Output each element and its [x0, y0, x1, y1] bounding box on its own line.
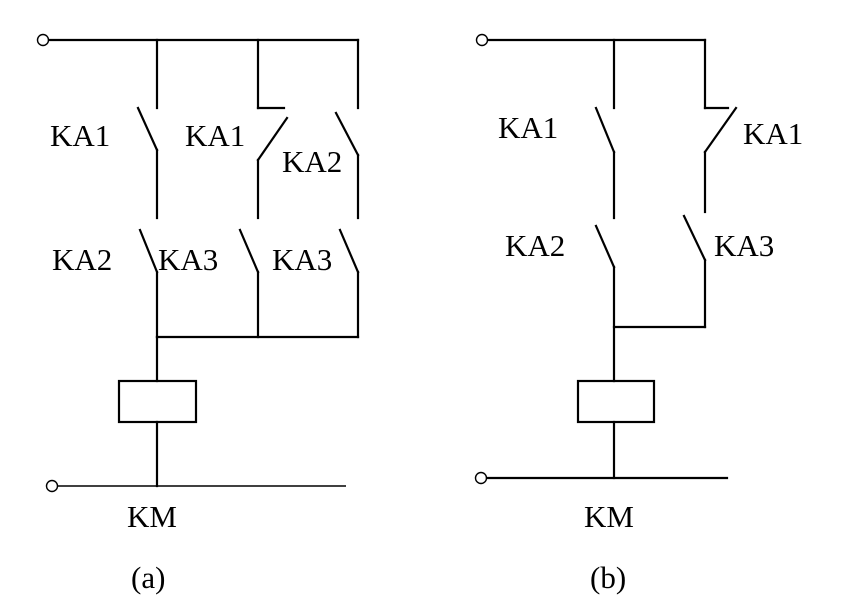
label-km-a: KM: [127, 499, 177, 534]
ka2-no-contact-b: [594, 224, 616, 383]
circuit-b: KA1 KA1 KA2 KA3 KM (b): [474, 33, 803, 595]
ka3-no-contact-mid-a: [238, 228, 260, 339]
terminal-top-b: [475, 33, 489, 47]
ka3-no-contact-right-a: [338, 228, 360, 339]
ka2-no-contact-bottom-a: [138, 228, 159, 339]
label-km-b: KM: [584, 499, 634, 534]
label-ka2-bottom-a: KA2: [52, 242, 112, 277]
circuit-a: KA1 KA1 KA2 KA2 KA3 KA3: [36, 33, 360, 595]
km-coil-a: [117, 379, 198, 424]
ka1-nc-contact-b: [703, 106, 738, 214]
ka3-no-contact-b: [682, 214, 707, 329]
km-coil-b: [576, 379, 656, 424]
label-ka3-right-a: KA3: [272, 242, 332, 277]
caption-a: (a): [131, 560, 165, 595]
label-ka2-top-a: KA2: [282, 144, 342, 179]
label-ka2-b: KA2: [505, 228, 565, 263]
label-ka3-mid-a: KA3: [158, 242, 218, 277]
terminal-bottom-b: [474, 471, 488, 485]
label-ka1-nc-b: KA1: [743, 116, 803, 151]
terminal-bottom-a: [45, 479, 59, 493]
ka1-no-contact-b: [594, 106, 616, 220]
label-ka3-b: KA3: [714, 228, 774, 263]
ka2-no-contact-top-a: [334, 111, 360, 220]
ka1-no-contact-a: [136, 106, 159, 220]
label-ka1-nc-a: KA1: [185, 118, 245, 153]
label-ka1-no-b: KA1: [498, 110, 558, 145]
terminal-top-a: [36, 33, 50, 47]
label-ka1-no-a: KA1: [50, 118, 110, 153]
caption-b: (b): [590, 560, 626, 595]
ka1-nc-contact-a: [256, 106, 289, 220]
